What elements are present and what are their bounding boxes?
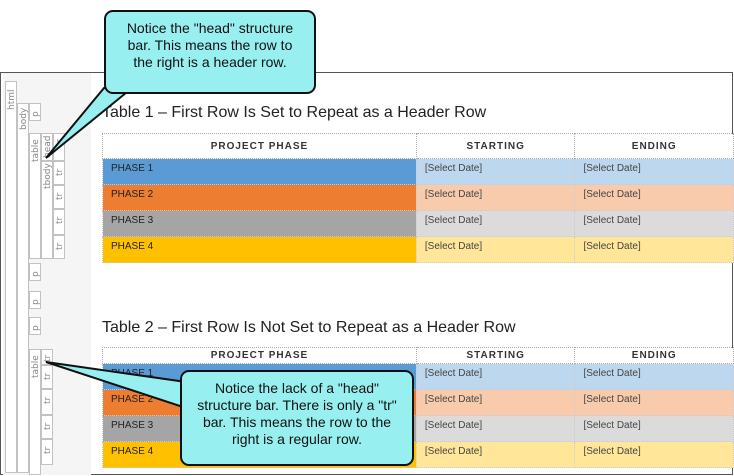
head-callout: Notice the "head" structure bar. This me…	[104, 10, 316, 94]
header-ending[interactable]: ENDING	[574, 347, 734, 364]
structure-bar-tr[interactable]: tr	[41, 365, 53, 389]
structure-bar-gutter: html body p table head tr tbody tr tr	[3, 73, 91, 475]
structure-bar-table[interactable]: table	[29, 133, 41, 259]
start-date-cell[interactable]: [Select Date]	[415, 389, 576, 416]
structure-bar-tr[interactable]: tr	[41, 439, 53, 465]
structure-bar-tr[interactable]: tr	[53, 161, 65, 185]
end-date-cell[interactable]: [Select Date]	[574, 210, 734, 237]
end-date-cell[interactable]: [Select Date]	[574, 158, 734, 185]
start-date-cell[interactable]: [Select Date]	[415, 158, 576, 185]
table2-title: Table 2 – First Row Is Not Set to Repeat…	[102, 319, 516, 336]
end-date-cell[interactable]: [Select Date]	[574, 441, 734, 468]
phase-cell[interactable]: PHASE 2	[102, 184, 417, 211]
structure-bar-html[interactable]: html	[5, 81, 17, 473]
table1-header-row: PROJECT PHASE STARTING ENDING	[102, 133, 734, 159]
table-row: PHASE 4 [Select Date] [Select Date]	[102, 236, 734, 263]
table-row: PHASE 1 [Select Date] [Select Date]	[102, 158, 734, 185]
structure-bar-p[interactable]: p	[29, 263, 41, 281]
structure-bar-tr[interactable]: tr	[53, 209, 65, 235]
start-date-cell[interactable]: [Select Date]	[415, 184, 576, 211]
structure-bar-p[interactable]: p	[29, 103, 41, 121]
table1-title: Table 1 – First Row Is Set to Repeat as …	[102, 104, 487, 121]
end-date-cell[interactable]: [Select Date]	[574, 363, 734, 390]
structure-bar-tr[interactable]: tr	[41, 389, 53, 415]
header-project-phase[interactable]: PROJECT PHASE	[102, 133, 417, 159]
end-date-cell[interactable]: [Select Date]	[574, 184, 734, 211]
table-row: PHASE 3 [Select Date] [Select Date]	[102, 210, 734, 237]
end-date-cell[interactable]: [Select Date]	[574, 236, 734, 263]
head-callout-text: Notice the "head" structure bar. This me…	[126, 20, 294, 70]
end-date-cell[interactable]: [Select Date]	[574, 389, 734, 416]
table2-first-row: PROJECT PHASE STARTING ENDING	[102, 347, 734, 364]
head-callout-pointer	[45, 87, 135, 159]
table-row: PHASE 2 [Select Date] [Select Date]	[102, 184, 734, 211]
start-date-cell[interactable]: [Select Date]	[415, 441, 576, 468]
structure-bar-tr[interactable]: tr	[41, 415, 53, 439]
header-ending[interactable]: ENDING	[574, 133, 734, 159]
tr-callout-text: Notice the lack of a "head" structure ba…	[197, 380, 397, 447]
phase-cell[interactable]: PHASE 1	[102, 158, 417, 185]
structure-bar-table[interactable]: table	[29, 349, 41, 475]
structure-bar-p[interactable]: p	[29, 317, 41, 335]
end-date-cell[interactable]: [Select Date]	[574, 415, 734, 442]
structure-bar-tbody[interactable]: tbody	[41, 161, 53, 259]
header-project-phase[interactable]: PROJECT PHASE	[102, 347, 417, 364]
phase-cell[interactable]: PHASE 4	[102, 236, 417, 263]
start-date-cell[interactable]: [Select Date]	[415, 363, 576, 390]
tr-callout-pointer	[45, 361, 187, 410]
structure-bar-tr[interactable]: tr	[53, 235, 65, 259]
start-date-cell[interactable]: [Select Date]	[415, 210, 576, 237]
structure-bar-p[interactable]: p	[29, 291, 41, 309]
header-starting[interactable]: STARTING	[415, 347, 576, 364]
tr-callout: Notice the lack of a "head" structure ba…	[180, 370, 414, 466]
table1: PROJECT PHASE STARTING ENDING PHASE 1 [S…	[102, 133, 734, 263]
structure-bar-tr[interactable]: tr	[41, 349, 53, 365]
start-date-cell[interactable]: [Select Date]	[415, 236, 576, 263]
header-starting[interactable]: STARTING	[415, 133, 576, 159]
start-date-cell[interactable]: [Select Date]	[415, 415, 576, 442]
structure-bar-tr[interactable]: tr	[53, 185, 65, 209]
structure-bar-body[interactable]: body	[17, 103, 29, 473]
